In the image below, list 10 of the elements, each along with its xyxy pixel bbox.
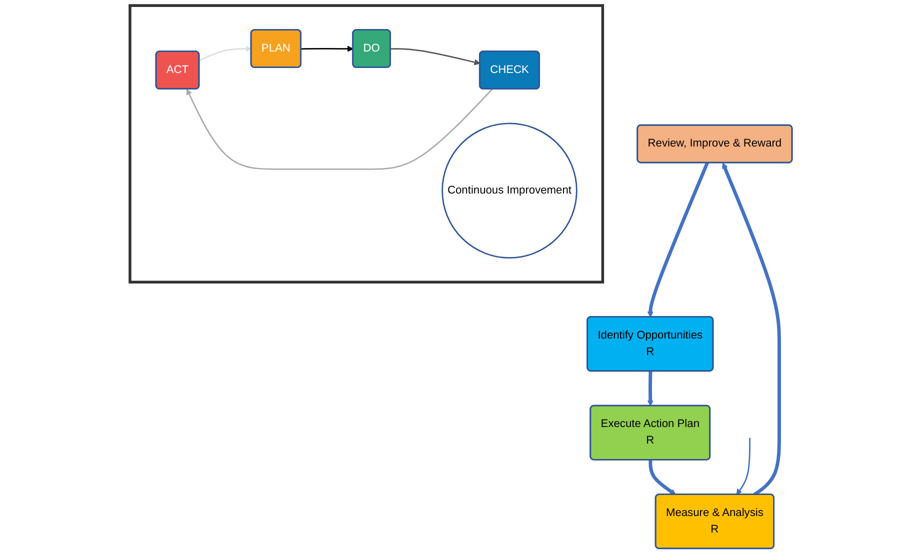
arrow xyxy=(647,162,709,318)
arrow xyxy=(736,438,750,495)
node-circle: Continuous Improvement xyxy=(442,122,578,259)
arrow xyxy=(186,88,493,170)
arrow xyxy=(199,46,252,62)
arrow xyxy=(647,371,654,406)
arrow xyxy=(301,46,354,52)
arrow xyxy=(390,48,480,66)
arrow xyxy=(648,460,676,495)
cluster xyxy=(128,4,604,284)
